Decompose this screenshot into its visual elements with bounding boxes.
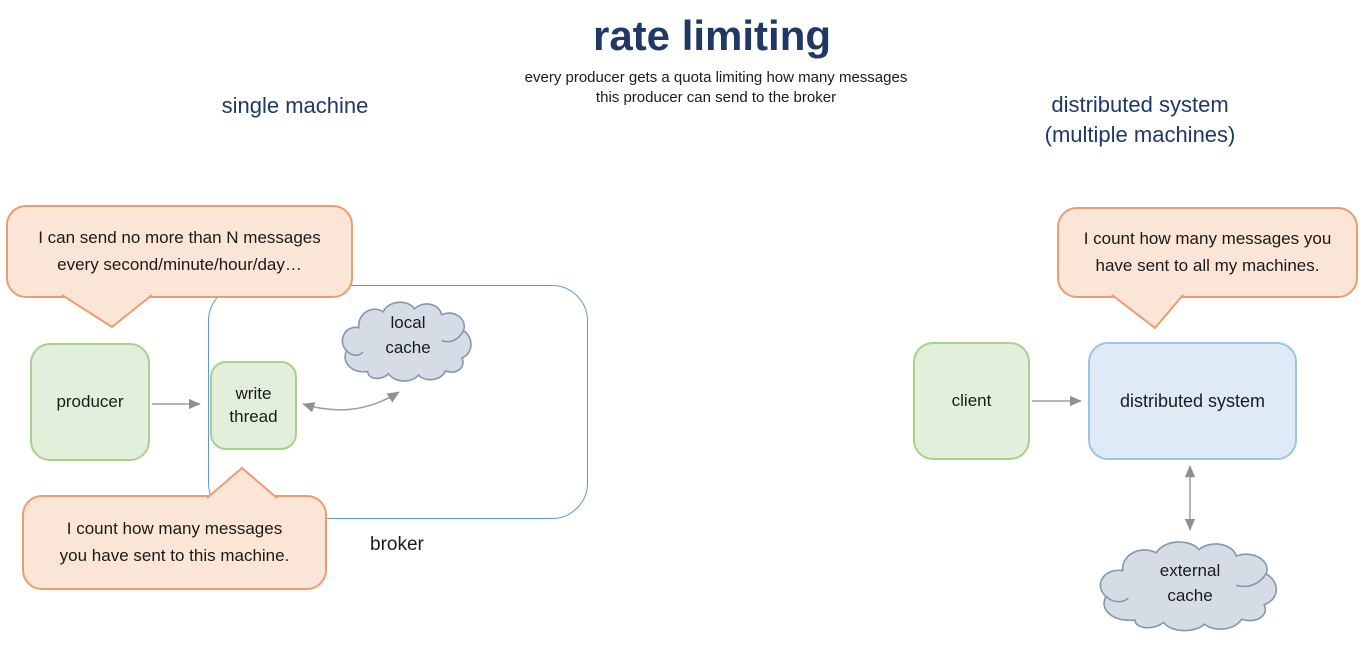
broker-label: broker bbox=[370, 534, 424, 555]
local-cache-label-line-1: local bbox=[390, 313, 426, 332]
external-cache-label-line-1: external bbox=[1159, 561, 1221, 580]
write-thread-node: write thread bbox=[210, 361, 297, 450]
count-this-machine-line-2: you have sent to this machine. bbox=[59, 545, 290, 565]
heading-single-machine: single machine bbox=[221, 93, 369, 118]
producer-label: producer bbox=[56, 391, 124, 411]
page-subtitle: every producer gets a quota limiting how… bbox=[525, 68, 908, 109]
subtitle-line-2: this producer can send to the broker bbox=[595, 89, 837, 107]
distributed-system-label: distributed system bbox=[1119, 390, 1266, 411]
client-label: client bbox=[951, 390, 992, 410]
client-node: client bbox=[913, 342, 1030, 460]
count-this-machine-line-1: I count how many messages bbox=[66, 519, 283, 539]
count-all-machines-line-1: I count how many messages you bbox=[1083, 229, 1332, 249]
count-all-machines-speech-bubble: I count how many messages you have sent … bbox=[1057, 207, 1358, 298]
count-all-machines-bubble-tail bbox=[1111, 294, 1184, 330]
page-title: rate limiting bbox=[592, 12, 832, 59]
local-cache-label-line-2: cache bbox=[385, 337, 431, 357]
broker-container-box bbox=[208, 285, 588, 519]
quota-speech-bubble: I can send no more than N messages every… bbox=[6, 205, 353, 298]
producer-node: producer bbox=[30, 343, 150, 461]
write-thread-label-line-2: thread bbox=[229, 406, 278, 426]
write-thread-label-line-1: write bbox=[235, 383, 272, 403]
local-cache-label: local cache bbox=[343, 311, 473, 360]
count-all-machines-line-2: have sent to all my machines. bbox=[1095, 255, 1320, 275]
heading-distributed-line-2: (multiple machines) bbox=[1044, 122, 1236, 148]
distributed-system-node: distributed system bbox=[1088, 342, 1297, 460]
heading-distributed-system: distributed system (multiple machines) bbox=[1045, 90, 1236, 151]
quota-bubble-line-1: I can send no more than N messages bbox=[38, 228, 321, 248]
count-this-machine-speech-bubble: I count how many messages you have sent … bbox=[22, 495, 327, 590]
heading-distributed-line-1: distributed system bbox=[1051, 92, 1229, 117]
external-cache-label-line-2: cache bbox=[1167, 585, 1213, 605]
subtitle-line-1: every producer gets a quota limiting how… bbox=[524, 69, 908, 86]
quota-bubble-tail bbox=[61, 294, 153, 329]
external-cache-label: external cache bbox=[1106, 559, 1274, 608]
quota-bubble-line-2: every second/minute/hour/day… bbox=[57, 254, 302, 274]
